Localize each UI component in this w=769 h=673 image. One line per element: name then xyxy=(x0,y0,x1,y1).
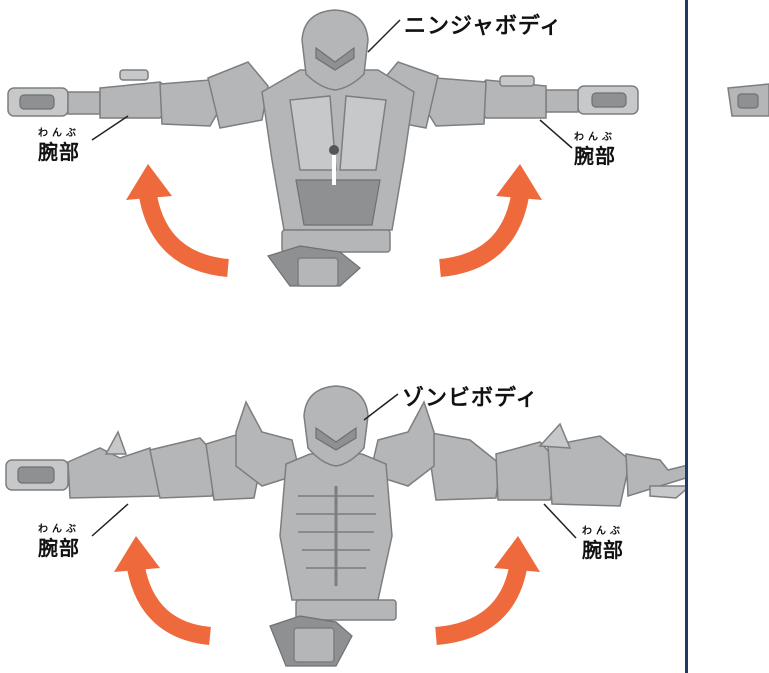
ninja-body-leader-line xyxy=(367,19,401,53)
zombie-right-rotate-arrow xyxy=(435,536,540,645)
ninja-right-arm xyxy=(377,61,639,129)
zombie-body-label: ゾンビボディ xyxy=(402,386,539,411)
zombie-stand xyxy=(269,599,397,667)
zombie-right-arm-leader-line xyxy=(543,503,577,539)
zombie-figure-illustration xyxy=(5,385,686,667)
ninja-body-label: ニンジャボディ xyxy=(404,14,563,39)
zombie-torso xyxy=(279,453,393,601)
zombie-body-panel: ゾンビボディ わんぶ 腕部 わんぶ 腕部 xyxy=(0,336,686,672)
ninja-right-arm-label: わんぶ 腕部 xyxy=(574,132,616,168)
ninja-left-arm xyxy=(7,61,269,129)
ninja-left-arm-leader-line xyxy=(91,115,129,141)
zombie-left-shoulder xyxy=(235,400,301,487)
ninja-right-rotate-arrow xyxy=(438,164,542,277)
panel-divider xyxy=(685,0,688,673)
ninja-torso xyxy=(261,69,415,231)
ninja-figure-illustration xyxy=(7,9,639,287)
next-panel-partial-figure xyxy=(727,83,769,117)
zombie-body-leader-line xyxy=(363,393,399,421)
zombie-left-rotate-arrow xyxy=(114,536,212,645)
zombie-right-arm-label: わんぶ 腕部 xyxy=(582,526,624,562)
zombie-left-arm-label: わんぶ 腕部 xyxy=(38,524,80,560)
ninja-left-rotate-arrow xyxy=(126,164,230,277)
zombie-left-arm xyxy=(5,430,263,501)
zombie-right-arm xyxy=(425,422,686,507)
ninja-head xyxy=(301,9,369,91)
zombie-head xyxy=(303,385,369,467)
ninja-left-arm-label: わんぶ 腕部 xyxy=(38,128,80,164)
ninja-stand xyxy=(267,229,391,287)
ninja-right-arm-leader-line xyxy=(539,119,573,149)
zombie-left-arm-leader-line xyxy=(91,503,129,537)
ninja-body-panel: ニンジャボディ わんぶ 腕部 わんぶ 腕部 xyxy=(0,0,686,336)
